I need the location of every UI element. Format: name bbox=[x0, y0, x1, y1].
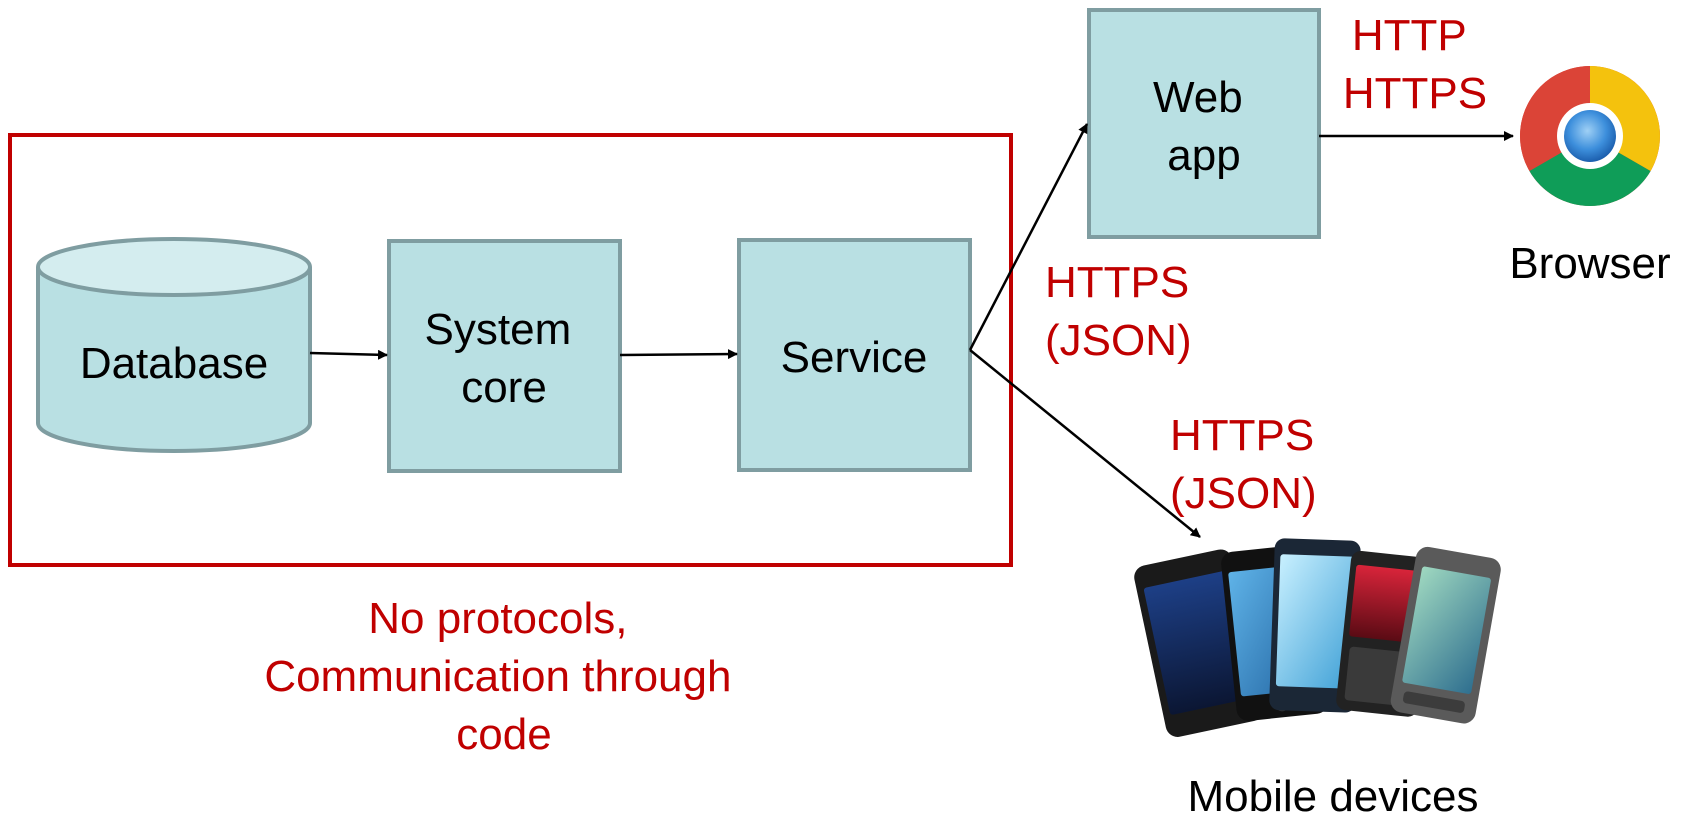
protocol-label-service-mobile-line-1: HTTPS bbox=[1170, 411, 1314, 460]
service-node: Service bbox=[737, 238, 972, 472]
smartphones-photo bbox=[1134, 538, 1501, 737]
boundary-note-line-1: No protocols, bbox=[368, 594, 627, 643]
protocol-label-web-browser-line-2: HTTPS bbox=[1343, 69, 1487, 118]
web-app-label: Web app bbox=[1153, 73, 1255, 180]
database-node: Database bbox=[36, 237, 312, 453]
protocol-label-service-mobile-line-2: (JSON) bbox=[1170, 469, 1317, 518]
protocol-label-service-web: HTTPS (JSON) bbox=[1045, 258, 1201, 365]
boundary-note-line-3: code bbox=[456, 710, 551, 759]
system-core-label-line-2: core bbox=[461, 363, 547, 412]
system-core-node: System core bbox=[387, 239, 622, 473]
boundary-note: No protocols, Communication through code bbox=[264, 594, 743, 759]
protocol-label-service-web-line-2: (JSON) bbox=[1045, 316, 1192, 365]
web-app-node: Web app bbox=[1087, 8, 1321, 239]
chrome-browser-icon bbox=[1520, 66, 1660, 206]
protocol-label-service-web-line-1: HTTPS bbox=[1045, 258, 1189, 307]
protocol-label-service-mobile: HTTPS (JSON) bbox=[1170, 411, 1326, 518]
web-app-label-line-1: Web bbox=[1153, 73, 1243, 122]
protocol-label-web-browser: HTTP HTTPS bbox=[1343, 11, 1487, 118]
arrow-service-to-web-app bbox=[968, 123, 1089, 351]
database-label: Database bbox=[80, 339, 268, 388]
system-boundary bbox=[8, 133, 1013, 567]
web-app-label-line-2: app bbox=[1167, 131, 1240, 180]
system-core-label: System core bbox=[425, 305, 584, 412]
arrow-system-core-to-service bbox=[619, 349, 738, 360]
arrow-service-to-mobile bbox=[969, 349, 1201, 538]
arrow-database-to-system-core bbox=[309, 349, 388, 360]
mobile-devices-label: Mobile devices bbox=[1187, 772, 1478, 821]
service-label: Service bbox=[781, 333, 928, 382]
browser-label: Browser bbox=[1509, 239, 1670, 288]
protocol-label-web-browser-line-1: HTTP bbox=[1352, 11, 1466, 60]
system-core-label-line-1: System bbox=[425, 305, 572, 354]
boundary-note-line-2: Communication through bbox=[264, 652, 731, 701]
